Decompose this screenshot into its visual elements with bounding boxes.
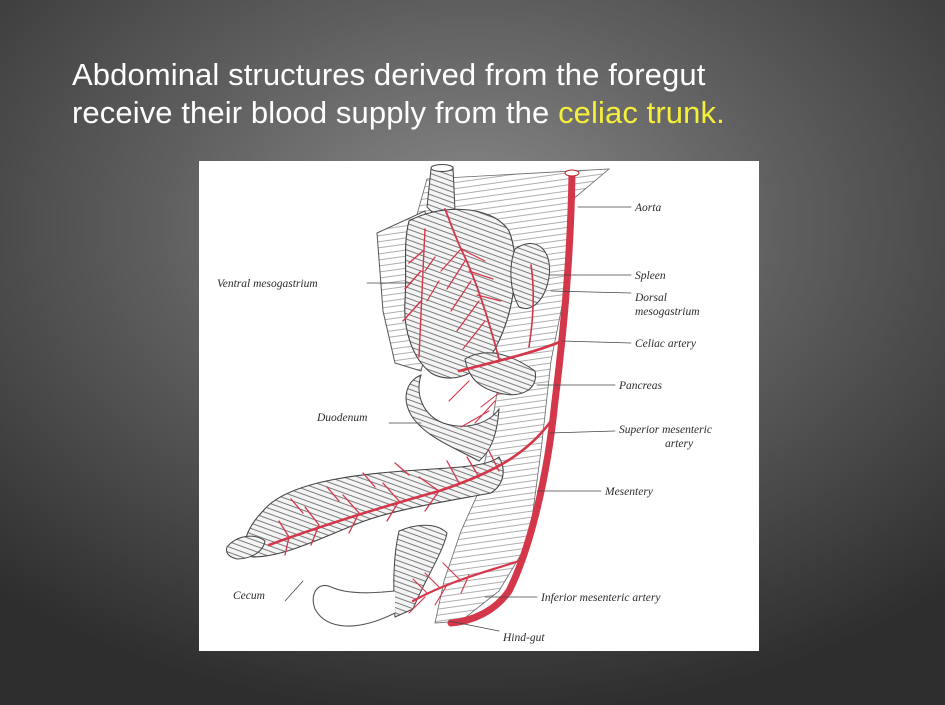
ima-branches	[408, 562, 470, 614]
esophagus-opening	[430, 164, 454, 172]
hind-gut-outline	[312, 585, 396, 627]
title-line-2-prefix: receive their blood supply from the	[72, 95, 559, 130]
celiac-artery	[457, 339, 564, 373]
label-mesentery: Mesentery	[604, 486, 654, 498]
duodenal-branches	[448, 380, 500, 428]
title-line-1: Abdominal structures derived from the fo…	[72, 57, 706, 92]
title-line-2: receive their blood supply from the celi…	[72, 94, 892, 132]
aorta-opening	[564, 169, 580, 177]
label-cecum: Cecum	[233, 590, 265, 602]
label-dorsal: Dorsal	[634, 292, 667, 304]
aorta	[447, 169, 576, 627]
ventral-vessels	[402, 228, 426, 358]
label-celiac-artery: Celiac artery	[635, 338, 697, 350]
celiac-branch-gastric	[444, 208, 500, 360]
celiac-branch-splenic	[528, 264, 534, 348]
gut-diagram-svg: Aorta Ventral mesogastrium Spleen Dorsal…	[217, 164, 712, 644]
leader-lines	[284, 206, 632, 632]
label-artery: artery	[665, 438, 694, 450]
label-ventral-mesogastrium: Ventral mesogastrium	[217, 278, 318, 290]
label-pancreas: Pancreas	[618, 380, 663, 392]
sma-branches	[278, 450, 500, 556]
label-inferior-mesenteric-artery: Inferior mesenteric artery	[540, 592, 661, 604]
gastric-twigs	[424, 248, 502, 350]
label-hind-gut: Hind-gut	[502, 632, 545, 644]
label-duodenum: Duodenum	[316, 412, 367, 424]
pancreas	[464, 352, 537, 396]
spleen	[510, 243, 551, 309]
colon-tube	[393, 524, 448, 618]
title-highlight-celiac-trunk: celiac trunk.	[558, 95, 725, 130]
label-spleen: Spleen	[635, 270, 666, 282]
label-mesogastrium: mesogastrium	[635, 306, 700, 318]
duodenum	[405, 374, 500, 462]
cecum	[226, 535, 266, 560]
label-superior-mesenteric: Superior mesenteric	[619, 424, 712, 436]
embryo-gut-illustration: Aorta Ventral mesogastrium Spleen Dorsal…	[199, 161, 759, 651]
label-aorta: Aorta	[634, 202, 661, 214]
slide-title: Abdominal structures derived from the fo…	[72, 56, 892, 132]
